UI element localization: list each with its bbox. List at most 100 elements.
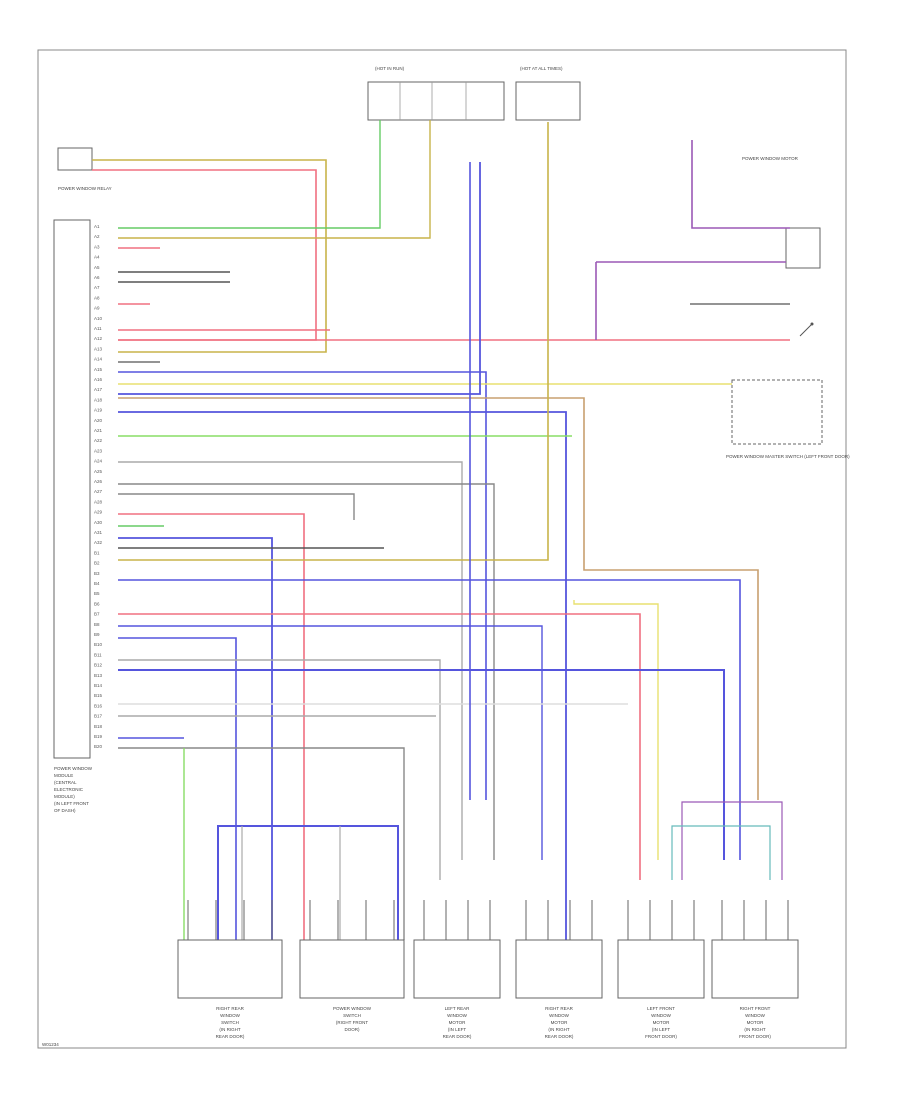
module-pin-label: A23: [94, 448, 103, 453]
wire: [118, 669, 725, 860]
wire: [118, 162, 481, 395]
diagram-border: [37, 49, 847, 1049]
wire: [118, 613, 641, 880]
wire: [118, 120, 381, 229]
module-pin-label: B20: [94, 744, 103, 749]
module-pin-label: A11: [94, 326, 102, 331]
module-pin-label: A24: [94, 459, 103, 464]
wire: [118, 537, 273, 940]
module-label-line: MODULE): [54, 794, 75, 799]
bottom-component-label: REAR DOOR): [216, 1034, 245, 1039]
wire: [118, 120, 431, 239]
wire: [118, 122, 549, 561]
module-pin-label: A16: [94, 377, 103, 382]
bottom-component-label: MOTOR: [449, 1020, 466, 1025]
module-pin-label: B2: [94, 561, 100, 566]
wire: [118, 397, 759, 800]
top-left-connector-label: POWER WINDOW RELAY: [58, 186, 112, 191]
wire: [681, 801, 783, 880]
module-pin-label: A25: [94, 469, 103, 474]
bottom-component-label: LEFT FRONT: [647, 1006, 675, 1011]
module-pin-label: B14: [94, 683, 103, 688]
module-pin-label: A6: [94, 275, 100, 280]
module-label: POWER WINDOW MODULE (CENTRAL ELECTRONIC MODU…: [54, 766, 93, 813]
wire: [118, 513, 305, 940]
bottom-component-label: RIGHT FRONT: [740, 1006, 771, 1011]
top-fuse-box-1: (HOT IN RUN): [367, 66, 505, 121]
module-pin-label: A7: [94, 285, 100, 290]
bottom-component-label: WINDOW: [220, 1013, 240, 1018]
top-right-box-label: POWER WINDOW MOTOR: [742, 156, 799, 161]
master-switch: POWER WINDOW MASTER SWITCH (LEFT FRONT D…: [726, 322, 850, 459]
power-window-module: A1A2A3A4A5A6A7A8A9A10A11A12A13A14A15A16A…: [53, 219, 103, 813]
bottom-component-label: FRONT DOOR): [645, 1034, 677, 1039]
bottom-component-label: FRONT DOOR): [739, 1034, 771, 1039]
module-pin-label: A1: [94, 224, 100, 229]
top-box-1-title: (HOT IN RUN): [375, 66, 405, 71]
bottom-components: RIGHT REAR WINDOW SWITCH (IN RIGHT REAR DOOR…: [177, 900, 799, 1039]
module-pin-label: A32: [94, 540, 103, 545]
module-label-line: ELECTRONIC: [54, 787, 84, 792]
wire: [118, 747, 405, 940]
module-pin-label: A26: [94, 479, 103, 484]
module-pin-label: A8: [94, 295, 100, 300]
module-label-line: OF DASH): [54, 808, 76, 813]
module-pin-label: B9: [94, 632, 100, 637]
wire: [92, 169, 317, 341]
bottom-component-label: DOOR): [345, 1027, 361, 1032]
module-pin-label: A22: [94, 438, 103, 443]
module-pin-label: B13: [94, 673, 103, 678]
bottom-component-label: POWER WINDOW: [333, 1006, 372, 1011]
module-pin-label: A18: [94, 397, 103, 402]
module-pin-label: B15: [94, 693, 103, 698]
module-pin-label: A14: [94, 357, 103, 362]
bottom-component-label: (IN RIGHT: [548, 1027, 569, 1032]
wire-harness: [92, 120, 790, 940]
module-pin-label: A4: [94, 255, 100, 260]
bottom-component-label: (IN LEFT: [652, 1027, 671, 1032]
module-pin-label: A12: [94, 336, 103, 341]
module-pin-label: B7: [94, 612, 100, 617]
wire: [118, 659, 441, 880]
wire: [118, 411, 567, 940]
bottom-component-label: WINDOW: [447, 1013, 467, 1018]
wire: [217, 825, 399, 940]
bottom-component-label: MOTOR: [551, 1020, 568, 1025]
module-label-line: POWER WINDOW: [54, 766, 93, 771]
bottom-component: LEFT FRONT WINDOW MOTOR (IN LEFT FRONT DOOR): [617, 900, 705, 1039]
module-pin-label: B8: [94, 622, 100, 627]
wire: [118, 483, 495, 860]
top-box-2-title: (HOT AT ALL TIMES): [520, 66, 563, 71]
wire: [118, 461, 463, 860]
wire: [118, 637, 237, 940]
module-pin-label: B1: [94, 550, 100, 555]
bottom-component-label: SWITCH: [343, 1013, 361, 1018]
bottom-component-label: MOTOR: [653, 1020, 670, 1025]
corner-code: W01234: [42, 1042, 59, 1047]
module-label-line: MODULE: [54, 773, 73, 778]
module-pin-label: B18: [94, 724, 103, 729]
bottom-component-label: REAR DOOR): [443, 1034, 472, 1039]
bottom-component-label: WINDOW: [651, 1013, 671, 1018]
module-pin-label: A30: [94, 520, 103, 525]
module-pin-label: A21: [94, 428, 103, 433]
module-pin-label: A3: [94, 244, 100, 249]
module-pin-label: B17: [94, 714, 103, 719]
module-pin-label: A28: [94, 499, 103, 504]
bottom-component-label: LEFT REAR: [445, 1006, 470, 1011]
module-pin-label: B10: [94, 642, 103, 647]
module-pin-label: A15: [94, 367, 103, 372]
module-pin-label: B6: [94, 601, 100, 606]
module-pin-label: A29: [94, 510, 103, 515]
module-label-line: (CENTRAL: [54, 780, 77, 785]
module-pin-label: A19: [94, 408, 103, 413]
bottom-component-label: (IN RIGHT: [219, 1027, 240, 1032]
module-pin-label: B19: [94, 734, 103, 739]
bottom-component-label: RIGHT REAR: [545, 1006, 573, 1011]
module-pin-label: A9: [94, 306, 100, 311]
